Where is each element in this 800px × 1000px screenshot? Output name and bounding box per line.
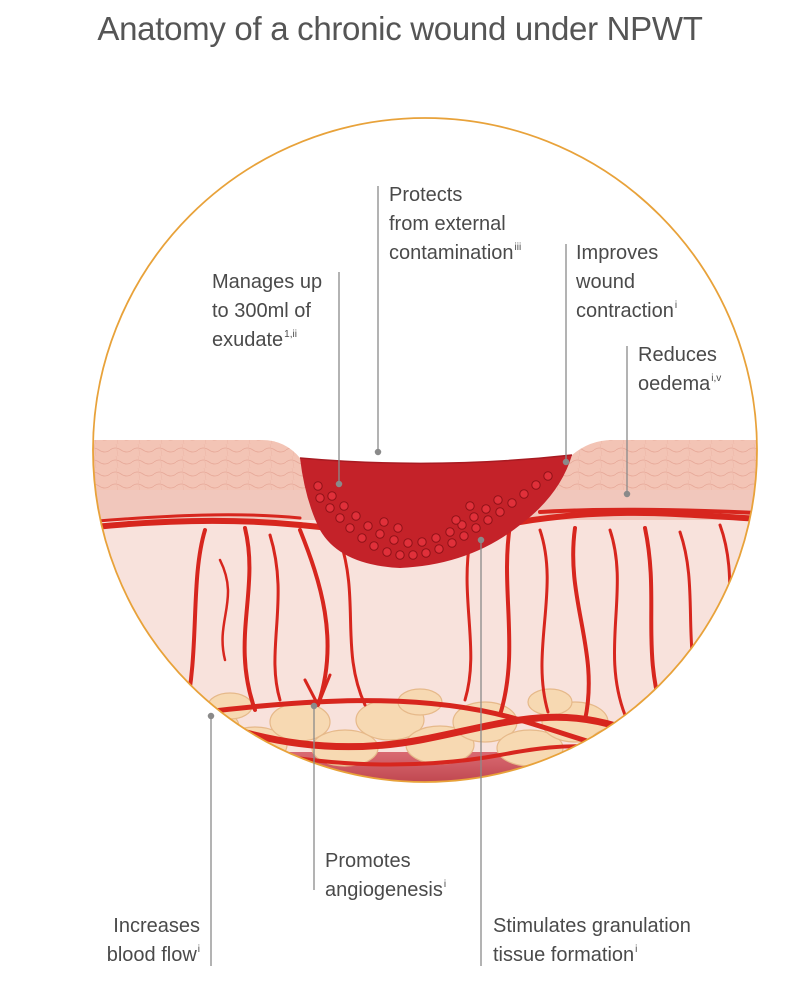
diagram-circle-outline	[92, 117, 758, 783]
label-protects-contamination: Protects from external contaminationiii	[389, 184, 522, 264]
granulation-tissue	[313, 471, 553, 560]
label-stimulates-granulation: Stimulates granulation tissue formationi	[493, 915, 691, 966]
page-title: Anatomy of a chronic wound under NPWT	[97, 10, 703, 47]
label-improves-contraction: Improves wound contractioni	[576, 242, 678, 322]
wound-bed	[300, 455, 572, 568]
label-reduces-oedema: Reduces oedemai,v	[638, 344, 722, 395]
label-promotes-angiogenesis: Promotes angiogenesisi	[325, 850, 447, 901]
leader-lines	[207, 186, 631, 966]
label-manages-exudate: Manages up to 300ml of exudate1,ii	[212, 271, 323, 351]
label-increases-blood-flow: Increases blood flowi	[106, 915, 200, 966]
